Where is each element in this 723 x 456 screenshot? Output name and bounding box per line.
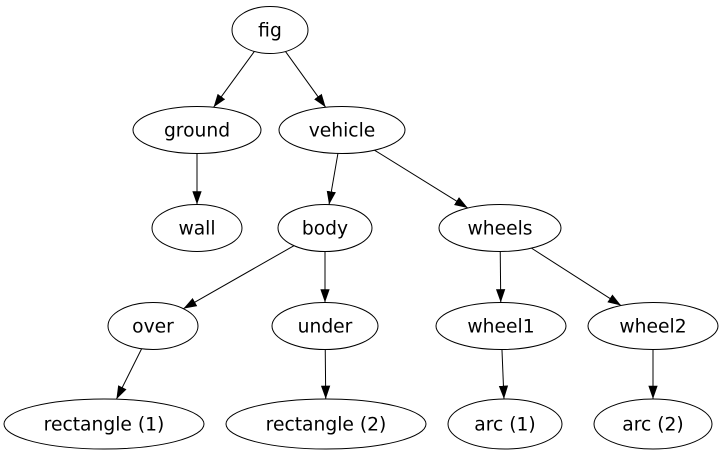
node-wheel1: wheel1 (435, 302, 567, 350)
node-label-fig: fig (258, 21, 282, 42)
edge-fig-ground (213, 51, 255, 108)
node-ellipse-over (107, 302, 199, 350)
edge-wheels-wheel2 (531, 247, 622, 306)
node-over: over (107, 302, 199, 350)
node-label-under: under (298, 317, 353, 338)
node-label-wheels: wheels (467, 219, 532, 240)
node-label-over: over (132, 317, 174, 338)
node-arc2: arc (2) (593, 398, 713, 450)
node-label-ground: ground (164, 121, 230, 142)
node-label-arc2: arc (2) (622, 415, 683, 436)
node-wall: wall (151, 204, 243, 252)
edge-wheel1-arc1 (498, 349, 509, 400)
node-ellipse-ground (132, 106, 262, 154)
node-arc1: arc (1) (447, 398, 563, 450)
node-label-wheel1: wheel1 (467, 317, 534, 338)
node-label-rectangle1: rectangle (1) (44, 415, 165, 436)
edge-vehicle-wheels (374, 149, 469, 209)
node-label-vehicle: vehicle (309, 121, 376, 142)
edge-vehicle-body (326, 153, 339, 205)
node-ellipse-vehicle (278, 106, 406, 154)
node-label-arc1: arc (1) (474, 415, 535, 436)
edge-under-rectangle2 (320, 349, 331, 400)
node-ellipse-fig (231, 6, 309, 54)
node-ellipse-arc1 (447, 398, 563, 450)
node-ellipse-wall (151, 204, 243, 252)
node-ellipse-arc2 (593, 398, 713, 450)
node-wheels: wheels (438, 204, 562, 252)
node-ellipse-rectangle1 (3, 398, 205, 450)
edge-over-rectangle1 (115, 348, 143, 400)
node-ellipse-wheel1 (435, 302, 567, 350)
node-ground: ground (132, 106, 262, 154)
node-label-wall: wall (178, 219, 215, 240)
edge-fig-vehicle (285, 51, 327, 108)
node-label-rectangle2: rectangle (2) (266, 415, 387, 436)
node-ellipse-wheel2 (587, 302, 719, 350)
node-rectangle2: rectangle (2) (225, 398, 427, 450)
node-rectangle1: rectangle (1) (3, 398, 205, 450)
node-ellipse-wheels (438, 204, 562, 252)
node-ellipse-under (271, 302, 379, 350)
edge-wheels-wheel1 (495, 251, 506, 303)
node-label-body: body (302, 219, 348, 240)
node-label-wheel2: wheel2 (619, 317, 686, 338)
edge-body-over (183, 245, 295, 310)
node-ellipse-body (277, 204, 373, 252)
node-vehicle: vehicle (278, 106, 406, 154)
node-fig: fig (231, 6, 309, 54)
node-wheel2: wheel2 (587, 302, 719, 350)
node-ellipse-rectangle2 (225, 398, 427, 450)
node-under: under (271, 302, 379, 350)
node-body: body (277, 204, 373, 252)
